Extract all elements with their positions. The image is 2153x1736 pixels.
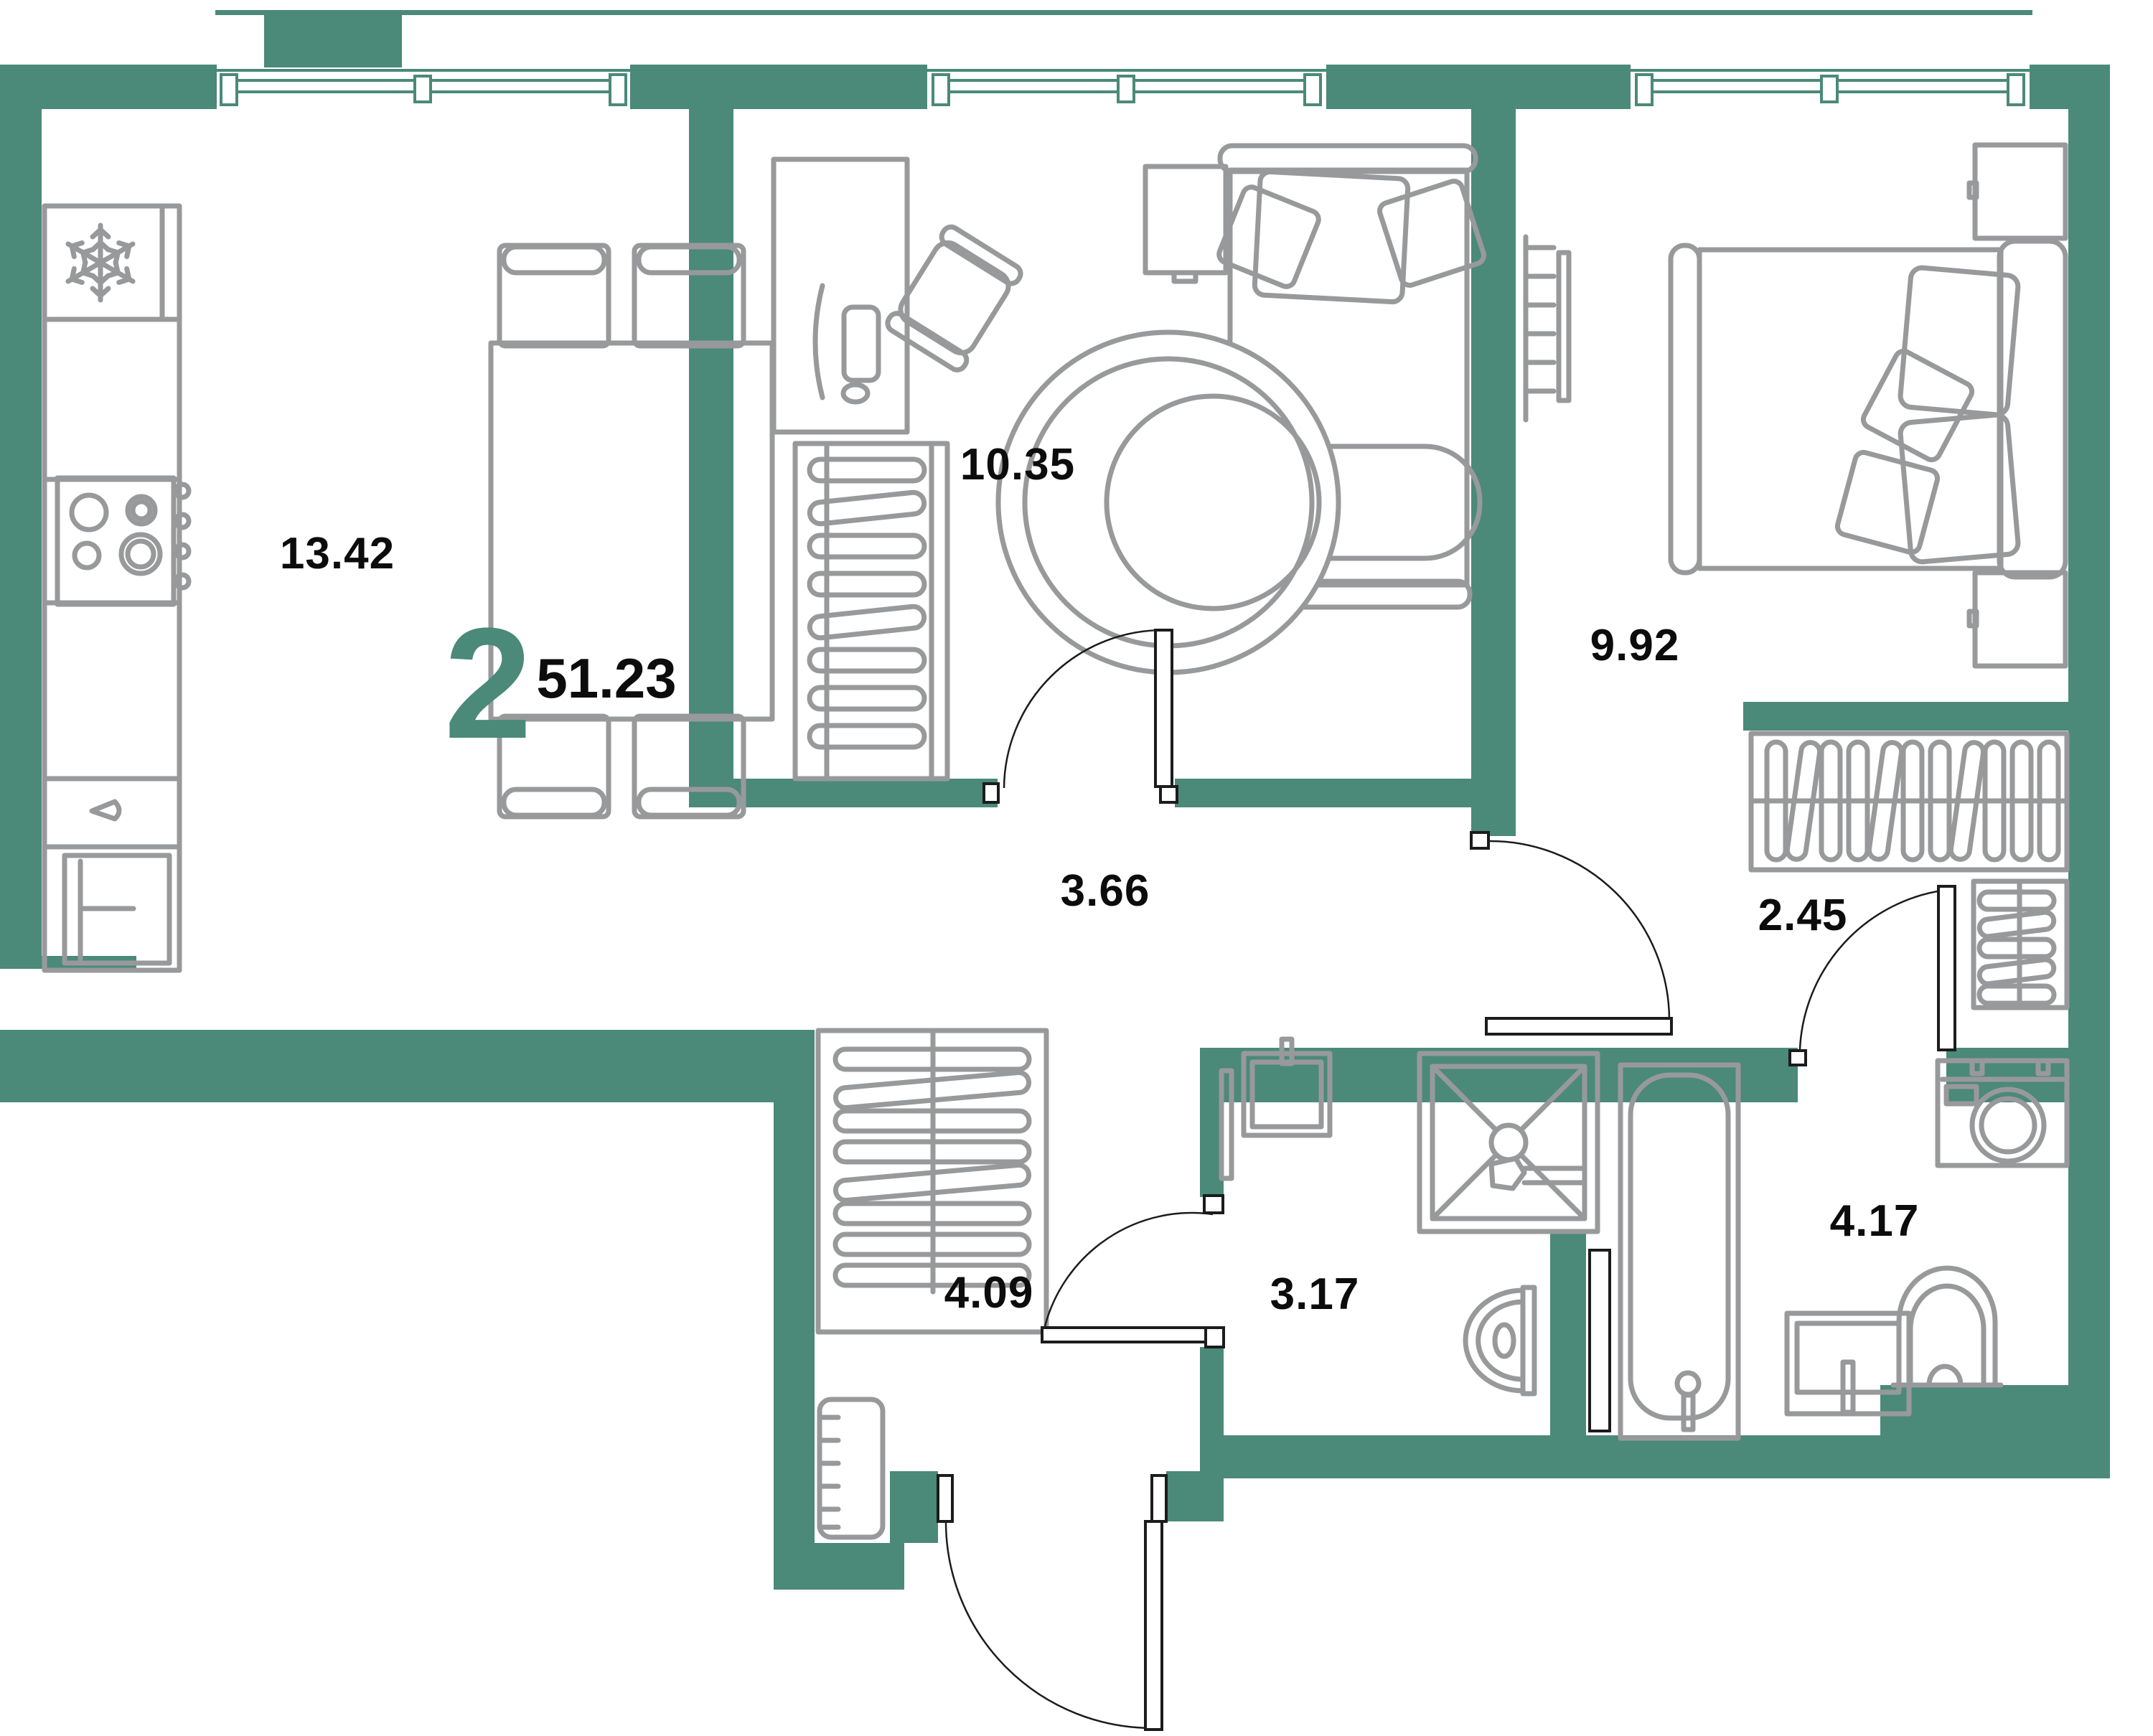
pillow bbox=[1834, 449, 1941, 555]
window-icon bbox=[215, 69, 632, 106]
room-area-bedroom2: 9.92 bbox=[1590, 621, 1680, 670]
divider-bathrooms bbox=[1550, 1231, 1586, 1435]
pillow bbox=[1860, 348, 1975, 463]
towel-rail bbox=[1219, 1068, 1234, 1181]
pillow bbox=[1377, 179, 1486, 288]
keyboard bbox=[841, 304, 881, 383]
outer-top-line bbox=[215, 10, 2032, 15]
sink-icon bbox=[62, 853, 172, 966]
shower-icon bbox=[1417, 1051, 1600, 1234]
kitchen-furniture bbox=[42, 203, 775, 973]
bathroom1-furniture bbox=[1219, 1036, 1600, 1397]
pillow bbox=[1898, 412, 2021, 565]
hanger-rail-icon bbox=[792, 441, 950, 782]
bathroom2-furniture bbox=[1618, 1058, 2070, 1441]
nightstand bbox=[1966, 142, 2068, 241]
windows bbox=[215, 69, 2030, 106]
radiator bbox=[1523, 234, 1572, 423]
bath1-left-wall-lower bbox=[1200, 1347, 1224, 1478]
round-chair bbox=[995, 329, 1341, 675]
window-icon bbox=[1631, 69, 2030, 106]
bedroom1-furniture bbox=[771, 143, 1486, 782]
monitor bbox=[812, 283, 825, 400]
drawer-handle bbox=[89, 799, 122, 822]
entrance-wall-left bbox=[890, 1471, 938, 1543]
corridor-furniture bbox=[815, 1028, 1049, 1540]
room-area-hallway: 3.66 bbox=[1061, 866, 1150, 916]
room-area-bedroom1: 10.35 bbox=[960, 440, 1075, 489]
top-step-block bbox=[264, 10, 402, 67]
door-swing-icon bbox=[1470, 831, 1673, 1036]
chair bbox=[632, 243, 746, 349]
nook-bottom-wall bbox=[774, 1543, 904, 1590]
stove-burners-icon bbox=[55, 475, 192, 607]
top-wall-seg3 bbox=[1326, 65, 1631, 109]
hanger-rail-icon bbox=[1971, 878, 2070, 1010]
entrance-wall-right bbox=[1166, 1471, 1224, 1521]
top-wall-seg2 bbox=[630, 65, 927, 109]
bedroom2-furniture bbox=[1523, 142, 2068, 669]
wardrobe-furniture bbox=[1748, 731, 2070, 1010]
bed-icon bbox=[1668, 238, 2068, 580]
door-swing-icon bbox=[982, 629, 1178, 804]
hanger-rail-icon bbox=[1748, 731, 2070, 873]
dining-table bbox=[488, 243, 775, 820]
hanger-rail-icon bbox=[815, 1028, 1049, 1335]
room-area-kitchen: 13.42 bbox=[280, 529, 395, 578]
mouse bbox=[840, 382, 871, 405]
kitchen-bottom-wall bbox=[0, 1030, 815, 1102]
pillow bbox=[1898, 265, 2021, 418]
nightstand bbox=[1966, 570, 2068, 669]
bathtub-icon bbox=[1618, 1062, 1741, 1441]
rooms-count: 2 bbox=[444, 595, 532, 771]
left-wall bbox=[0, 65, 42, 956]
toilet-icon bbox=[1463, 1285, 1537, 1397]
room-area-bath1: 3.17 bbox=[1270, 1270, 1360, 1319]
doors bbox=[937, 629, 1956, 1731]
total-area: 51.23 bbox=[536, 647, 676, 710]
chair bbox=[497, 713, 611, 820]
bath-bottom-wall bbox=[1216, 1435, 2110, 1478]
washing-machine-icon bbox=[1935, 1058, 2070, 1168]
desk-chair bbox=[885, 224, 1023, 372]
room-area-corridor: 4.09 bbox=[944, 1268, 1034, 1318]
bedroom1-bottom-wall-right bbox=[1175, 779, 1493, 807]
door-swing-icon bbox=[1041, 1194, 1225, 1348]
labels: 13.42 2 51.23 10.35 9.92 3.66 2.45 4.09 … bbox=[280, 440, 1920, 1319]
divider-kitchen-bedroom1 bbox=[689, 109, 733, 793]
entrance-door-swing-icon bbox=[937, 1474, 1168, 1731]
pillow bbox=[1252, 169, 1411, 305]
tv-dresser bbox=[1143, 164, 1229, 284]
snowflake-icon bbox=[64, 222, 136, 300]
chair bbox=[497, 243, 611, 349]
shoe-bench bbox=[817, 1397, 886, 1540]
sink-icon bbox=[1784, 1310, 1912, 1417]
door-leaf bbox=[1588, 1249, 1611, 1432]
chair bbox=[632, 713, 746, 820]
walls bbox=[0, 10, 2110, 1590]
door-swing-icon bbox=[1788, 885, 1956, 1066]
desk bbox=[771, 156, 910, 435]
divider-bedroom1-bedroom2 bbox=[1471, 109, 1516, 836]
bedroom2-bottom-wall bbox=[1743, 702, 2110, 731]
room-area-wardrobe: 2.45 bbox=[1758, 891, 1848, 940]
corridor-left-wall bbox=[774, 1102, 815, 1590]
right-wall bbox=[2068, 65, 2110, 1478]
window-icon bbox=[927, 69, 1326, 106]
sink-icon bbox=[1241, 1036, 1333, 1138]
pillow bbox=[1216, 184, 1321, 289]
room-area-bath2: 4.17 bbox=[1830, 1196, 1920, 1246]
